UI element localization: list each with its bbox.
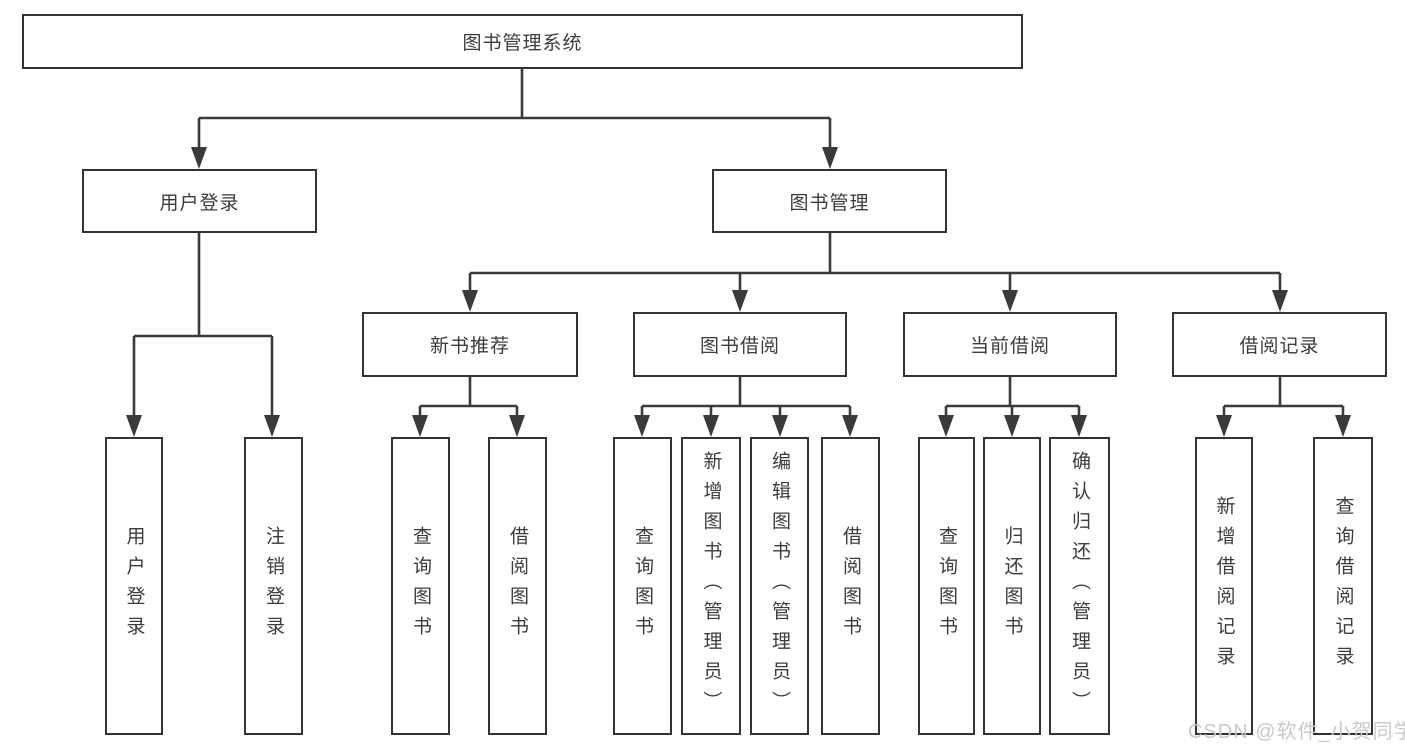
leaf-recommend-query-books: 查询图书 [391, 437, 450, 735]
node-book-borrow: 图书借阅 [633, 312, 847, 377]
node-user-login: 用户登录 [82, 169, 317, 233]
leaf-add-borrow-record: 新增借阅记录 [1195, 437, 1253, 735]
leaf-return-books: 归还图书 [983, 437, 1041, 735]
node-current-borrow: 当前借阅 [903, 312, 1117, 377]
leaf-add-books-admin: 新增图书（管理员） [681, 437, 741, 735]
leaf-edit-books-admin: 编辑图书（管理员） [750, 437, 809, 735]
leaf-borrow-query-books: 查询图书 [613, 437, 672, 735]
node-new-book-recommend: 新书推荐 [362, 312, 578, 377]
csdn-watermark: CSDN @软件_小贺同学 [1188, 721, 1405, 743]
leaf-borrow-books: 借阅图书 [821, 437, 880, 735]
leaf-confirm-return-admin: 确认归还（管理员） [1049, 437, 1110, 735]
leaf-current-query-books: 查询图书 [918, 437, 975, 735]
leaf-query-borrow-record: 查询借阅记录 [1313, 437, 1373, 735]
node-book-management: 图书管理 [712, 169, 947, 233]
node-root-system: 图书管理系统 [22, 14, 1023, 69]
leaf-logout: 注销登录 [244, 437, 303, 735]
node-borrow-records: 借阅记录 [1172, 312, 1387, 377]
leaf-user-login: 用户登录 [105, 437, 163, 735]
leaf-recommend-borrow-books: 借阅图书 [488, 437, 547, 735]
